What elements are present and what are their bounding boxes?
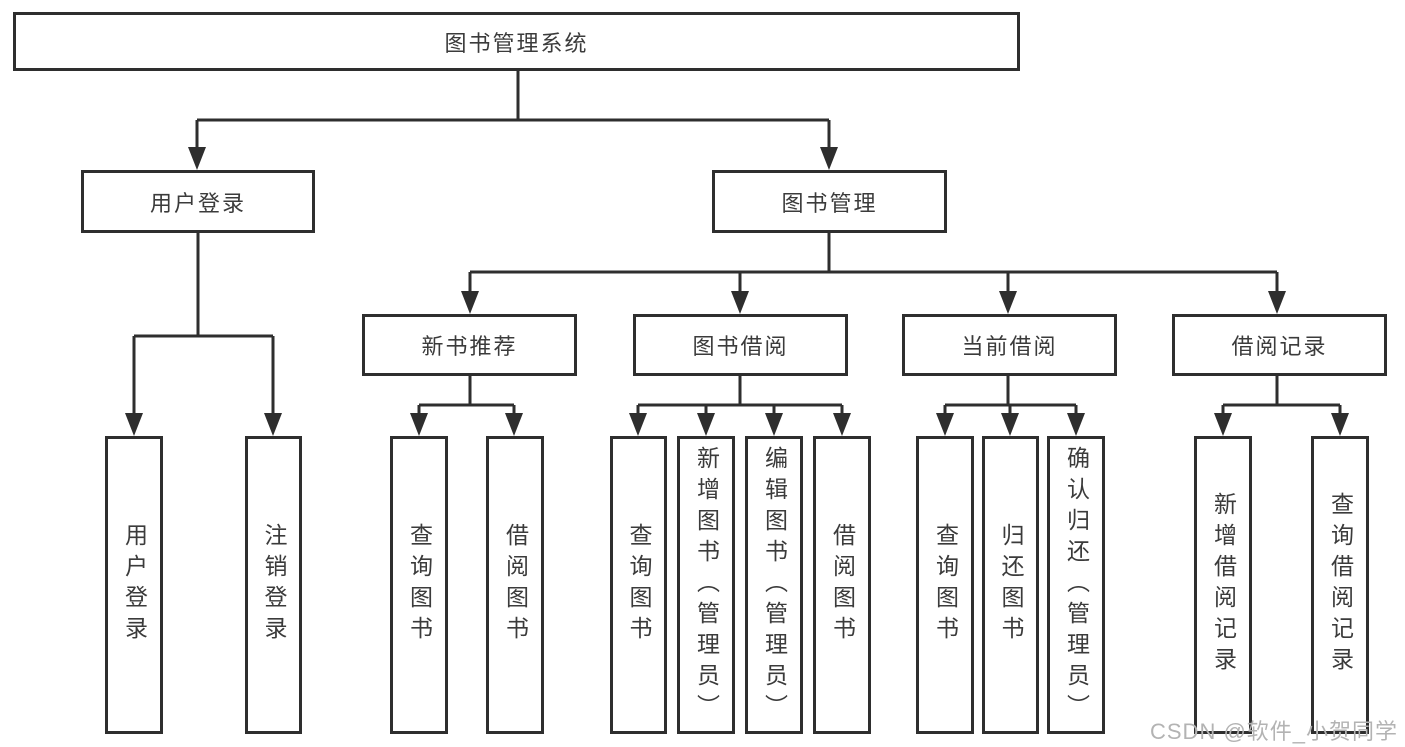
leaf-return-books: 归还图书	[982, 436, 1039, 734]
node-label: 编辑图书（管理员）	[761, 445, 788, 725]
node-book-management: 图书管理	[712, 170, 947, 233]
node-label: 新增借阅记录	[1210, 492, 1237, 678]
node-label: 借阅记录	[1231, 334, 1328, 359]
node-label: 查询图书	[406, 523, 433, 647]
node-label: 图书管理	[781, 190, 878, 216]
connector-lines	[132, 71, 1342, 416]
node-book-borrowing: 图书借阅	[633, 314, 848, 376]
node-label: 借阅图书	[829, 523, 856, 647]
node-label: 借阅图书	[502, 523, 529, 647]
leaf-query-borrow-record: 查询借阅记录	[1311, 436, 1369, 734]
node-label: 新增图书（管理员）	[693, 445, 720, 725]
node-label: 查询图书	[932, 523, 959, 647]
node-user-login: 用户登录	[81, 170, 315, 233]
node-label: 查询借阅记录	[1327, 492, 1354, 678]
watermark: CSDN @软件_小贺同学	[1150, 719, 1399, 744]
node-library-system: 图书管理系统	[13, 12, 1020, 71]
leaf-logout: 注销登录	[245, 436, 302, 734]
node-label: 查询图书	[626, 523, 652, 647]
node-label: 当前借阅	[961, 334, 1058, 359]
node-label: 新书推荐	[421, 334, 518, 359]
leaf-add-borrow-record: 新增借阅记录	[1194, 436, 1252, 734]
leaf-borrow-books-borrowing: 借阅图书	[813, 436, 871, 734]
leaf-query-books-current: 查询图书	[916, 436, 974, 734]
leaf-add-books-admin: 新增图书（管理员）	[677, 436, 735, 734]
node-current-borrowing: 当前借阅	[902, 314, 1117, 376]
leaf-query-books-borrowing: 查询图书	[610, 436, 667, 734]
leaf-edit-books-admin: 编辑图书（管理员）	[745, 436, 803, 734]
node-new-book-recommendation: 新书推荐	[362, 314, 577, 376]
arrowhead-icons	[125, 147, 1349, 436]
leaf-confirm-return-admin: 确认归还（管理员）	[1047, 436, 1105, 734]
node-label: 确认归还（管理员）	[1063, 445, 1090, 725]
leaf-borrow-books-recommend: 借阅图书	[486, 436, 544, 734]
node-label: 图书借阅	[692, 334, 789, 359]
leaf-user-login: 用户登录	[105, 436, 163, 734]
node-label: 归还图书	[998, 523, 1024, 647]
node-borrowing-records: 借阅记录	[1172, 314, 1387, 376]
node-label: 用户登录	[121, 523, 148, 647]
node-label: 用户登录	[149, 190, 246, 216]
node-label: 图书管理系统	[444, 30, 589, 56]
leaf-query-books-recommend: 查询图书	[390, 436, 448, 734]
node-label: 注销登录	[261, 523, 287, 647]
